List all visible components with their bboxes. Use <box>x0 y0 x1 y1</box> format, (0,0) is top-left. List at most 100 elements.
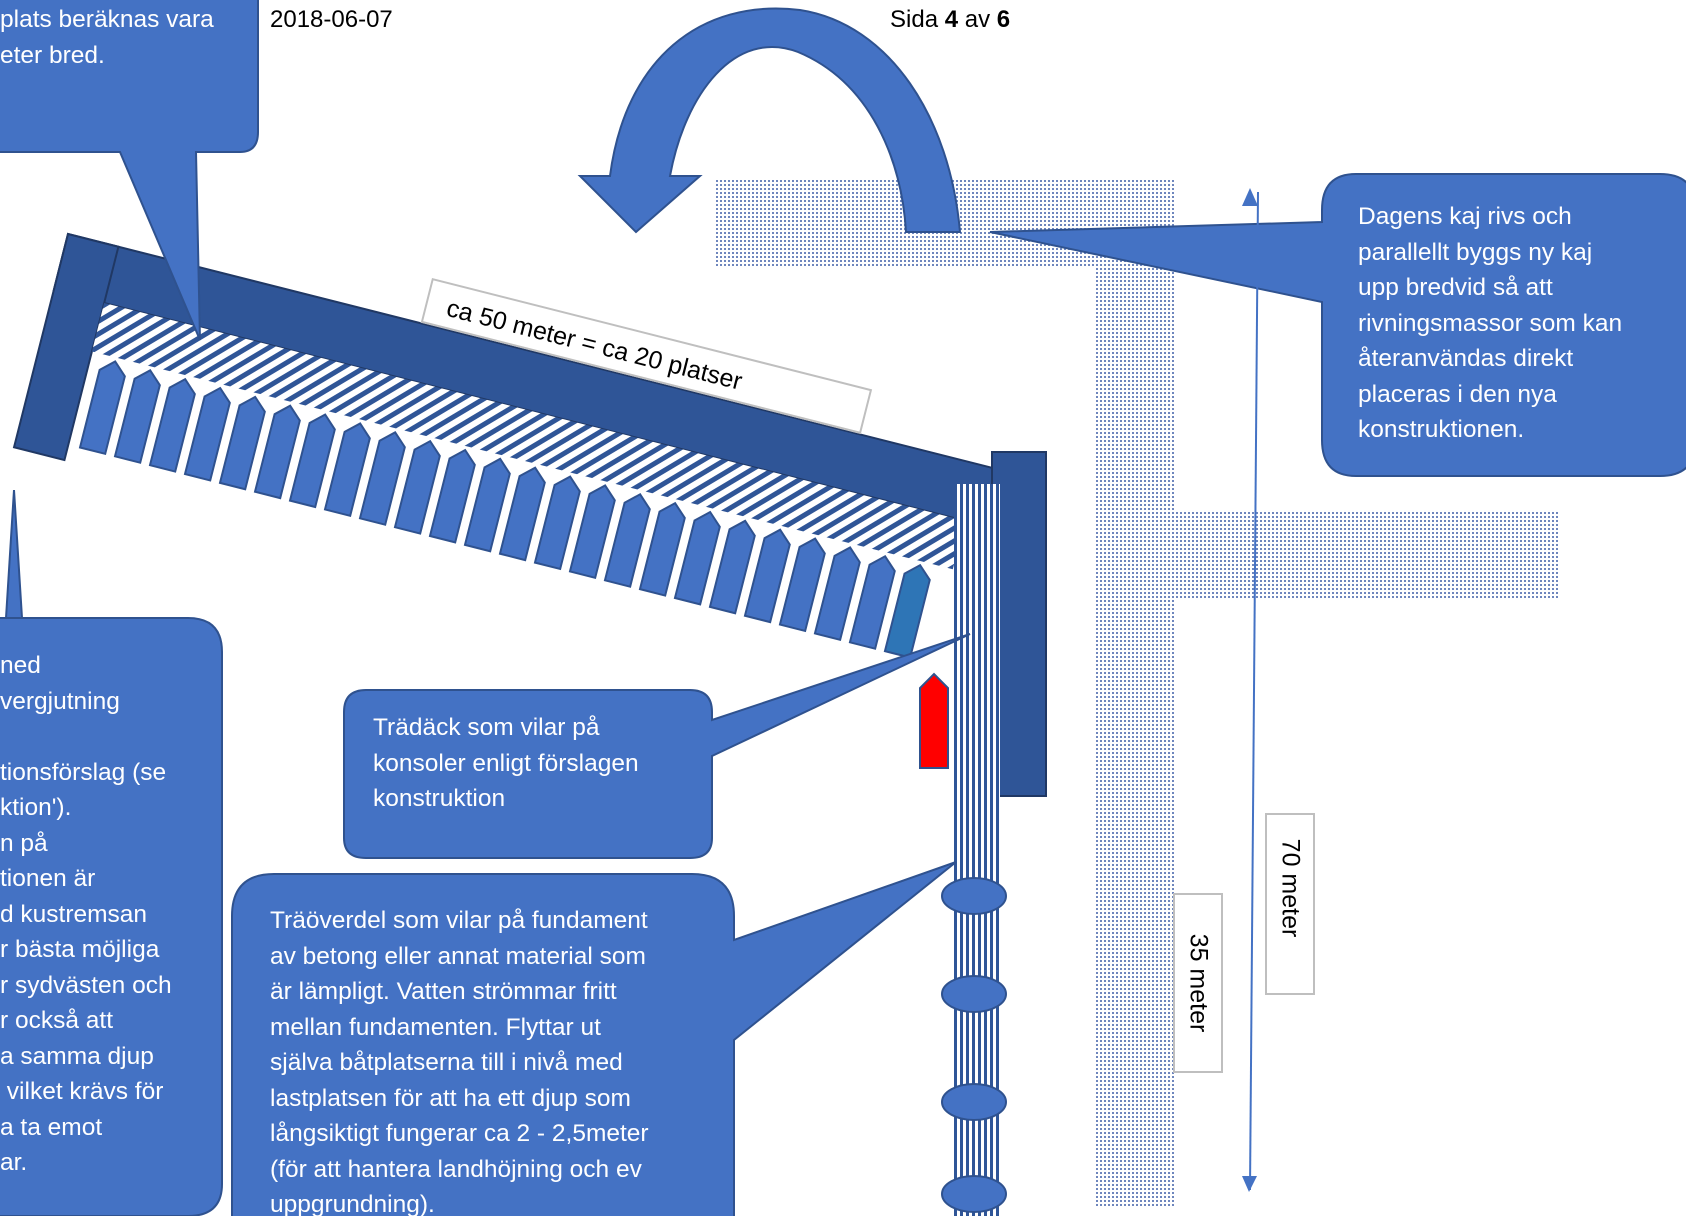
foundation-pillar <box>941 1175 1007 1213</box>
callout-line: r också att <box>0 1007 114 1034</box>
callout-line: mellan fundamenten. Flyttar ut <box>270 1013 601 1041</box>
callout-line: a samma djup <box>0 1042 154 1070</box>
red-boat-icon <box>919 672 949 769</box>
page-current: 4 <box>944 6 959 33</box>
foundation-pillar <box>941 1083 1007 1121</box>
dim-70-label: 70 meter <box>1276 839 1305 938</box>
curved-arrow-icon <box>577 7 962 234</box>
dim-35-text: 35 meter <box>1184 933 1213 1033</box>
callout-line: Träöverdel som vilar på fundament <box>270 907 648 934</box>
dim-70-text: 70 meter <box>1276 838 1305 938</box>
callout-line: r bästa möjliga <box>0 936 160 963</box>
callout-line: Dagens kaj rivs och <box>1358 203 1572 230</box>
callout-line: av betong eller annat material som <box>270 942 646 970</box>
callout-line: vilket krävs för <box>0 1078 164 1105</box>
box-70 <box>1265 813 1315 995</box>
callout-line: uppgrundning). <box>270 1191 435 1216</box>
callout-line: ned <box>0 652 41 679</box>
callout-line: placeras i den nya <box>1358 380 1557 408</box>
callout-line: a ta emot <box>0 1113 103 1141</box>
box-35 <box>1173 893 1223 1073</box>
berth-slot <box>883 563 931 659</box>
callout-line: vergjutning <box>0 687 120 715</box>
berth-slot <box>568 484 616 580</box>
page-prefix: Sida <box>890 6 945 33</box>
arrow-up-icon <box>1242 188 1258 206</box>
berth-slot <box>218 395 266 491</box>
berth-slot <box>148 377 196 473</box>
pier-hatched-walkway <box>91 302 966 570</box>
callout-line: lastplatsen för att ha ett djup som <box>270 1084 631 1112</box>
berth-slot <box>708 519 756 615</box>
arrow-down-icon <box>1242 1176 1257 1192</box>
berth-slot <box>778 537 826 633</box>
callout-line: ktion'). <box>0 794 72 821</box>
callout-left-shape <box>0 489 223 1216</box>
callout-line: (för att hantera landhöjning och ev <box>270 1155 642 1183</box>
berth-slot <box>463 457 511 553</box>
callout-line: själva båtplatserna till i nivå med <box>270 1049 623 1076</box>
rotation-arrow <box>577 7 962 234</box>
existing-quay-vertical <box>1094 178 1174 1208</box>
pier-left-end <box>12 232 120 462</box>
callout-line: parallellt byggs ny kaj <box>1358 238 1593 266</box>
berth-slot <box>183 386 231 482</box>
callout-right-shape <box>989 173 1686 477</box>
callout-line: konstruktionen. <box>1358 416 1525 443</box>
vertical-pier-body <box>991 451 1047 797</box>
callout-foundation-shape <box>231 861 957 1216</box>
dimension-line-70 <box>1249 191 1259 1191</box>
vertical-pier <box>919 451 1047 1216</box>
existing-quay-branch <box>1174 510 1560 598</box>
berth-slot <box>743 528 791 624</box>
callout-line: upp bredvid så att <box>1358 274 1553 301</box>
callout-line: tionsförslag (se <box>0 758 167 786</box>
callout-line <box>0 719 218 755</box>
berth-slot <box>323 422 371 518</box>
header-date: 2018-06-07 <box>270 6 393 33</box>
callout-line: n på <box>0 829 48 857</box>
berth-slot <box>498 466 546 562</box>
berth-slot <box>113 369 161 464</box>
berth-slot <box>673 510 721 606</box>
callout-left-text: ned vergjutning tionsförslag (se ktion'). n… <box>0 648 218 1181</box>
callout-deck-text: Trädäck som vilar på konsoler enligt förs… <box>373 710 703 817</box>
header-page: Sida 4 av 6 <box>890 6 1010 34</box>
callout-top-left-text: plats beräknas vara eter bred. <box>0 2 250 73</box>
dim-35-label: 35 meter <box>1184 934 1213 1033</box>
callout-foundation-text: Träöverdel som vilar på fundament av beto… <box>270 903 730 1216</box>
callout-line: d kustremsan <box>0 900 148 928</box>
callout-line: långsiktigt fungerar ca 2 - 2,5meter <box>270 1120 649 1147</box>
callout-line: r sydvästen och <box>0 971 172 999</box>
callout-line: plats beräknas vara <box>0 6 214 33</box>
page-total: 6 <box>996 6 1011 33</box>
callout-line: konstruktion <box>373 785 506 812</box>
callout-line: återanvändas direkt <box>1358 345 1574 372</box>
berth-slot <box>78 360 126 456</box>
berth-slot <box>533 475 581 571</box>
berth-slot <box>603 492 651 588</box>
pier-upper-deck <box>52 232 1039 537</box>
berth-slot <box>428 448 476 544</box>
callout-line: rivningsmassor som kan <box>1358 309 1623 337</box>
callout-top-left-shape <box>0 0 259 341</box>
foundation-pillar <box>941 975 1007 1013</box>
callout-deck-shape <box>343 633 971 859</box>
berth-slot <box>848 554 896 650</box>
callout-line: ar. <box>0 1149 28 1176</box>
callout-line: tionen är <box>0 865 96 892</box>
callout-line: Trädäck som vilar på <box>373 714 600 741</box>
berth-slot <box>638 501 686 597</box>
callout-right-text: Dagens kaj rivs och parallellt byggs ny k… <box>1358 199 1678 448</box>
berth-slot <box>253 404 301 500</box>
berth-slot <box>813 546 861 642</box>
callout-line: eter bred. <box>0 41 105 69</box>
berth-slot <box>393 439 441 535</box>
berth-row <box>78 360 931 659</box>
callout-line: konsoler enligt förslagen <box>373 749 639 777</box>
callout-line: är lämpligt. Vatten strömmar fritt <box>270 978 617 1005</box>
berth-slot <box>358 430 406 526</box>
berth-slot <box>288 413 336 509</box>
